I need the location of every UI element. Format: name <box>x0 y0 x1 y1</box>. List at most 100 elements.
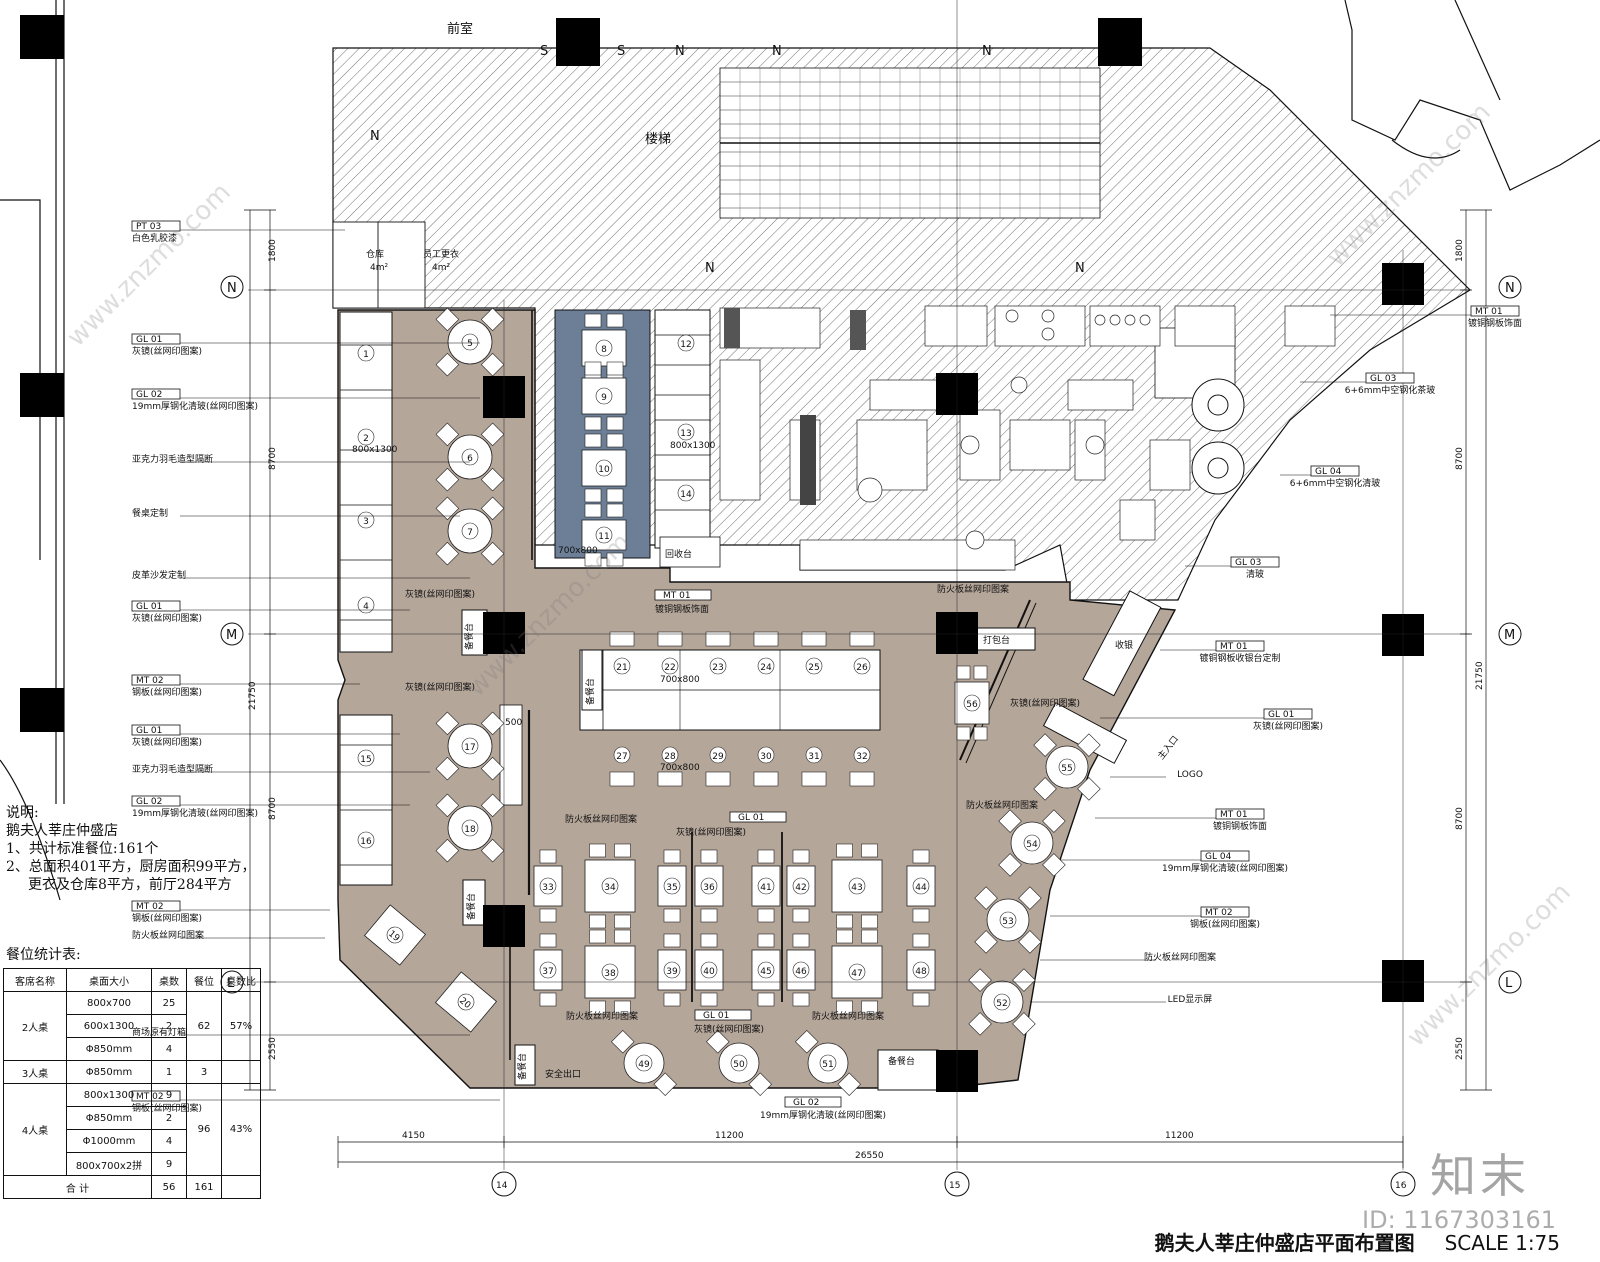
chair <box>584 313 602 328</box>
table-number: 40 <box>703 967 715 977</box>
table-number: 43 <box>851 883 862 893</box>
callout-code-box <box>131 674 181 686</box>
counter-seat: 31 <box>801 746 827 787</box>
chair <box>589 914 606 929</box>
header-name: 客席名称 <box>3 968 67 992</box>
grid-col-16: 16 <box>1390 1171 1416 1197</box>
counter-seat: 27 <box>609 746 635 787</box>
callout-right: GL 046+6mm中空钢化清玻 <box>1280 465 1380 489</box>
inner-gl02-code: GL 02 <box>793 1098 819 1108</box>
table-number: 34 <box>604 883 616 893</box>
chair <box>539 908 557 923</box>
table-number: 53 <box>1002 917 1013 927</box>
table-number-ring <box>805 746 823 764</box>
table-number-ring <box>661 746 679 764</box>
chair <box>584 361 602 376</box>
callout-text: 6+6mm中空钢化茶玻 <box>1345 384 1436 396</box>
table-number-ring <box>792 877 810 895</box>
table-number: 23 <box>712 663 723 673</box>
callout-text: 镀铜钢板收银台定制 <box>1199 652 1280 664</box>
chair <box>861 843 878 858</box>
recycle-label: 回收台 <box>665 548 692 560</box>
table-row: 4人桌 800x1300 9 96 43% <box>3 1083 261 1176</box>
chair <box>748 1072 772 1096</box>
chair <box>614 914 631 929</box>
callout-code-box <box>131 600 181 612</box>
callout-code-box <box>131 333 181 345</box>
table-number: 52 <box>996 999 1007 1009</box>
chair <box>435 422 460 447</box>
svg-text:N: N <box>1505 281 1515 296</box>
table-number-ring <box>357 749 375 767</box>
chair <box>792 992 810 1007</box>
chair <box>792 908 810 923</box>
chair <box>435 496 460 521</box>
callout-text: LOGO <box>1177 770 1203 780</box>
table-number: 47 <box>851 969 862 979</box>
zone-n-5: N <box>772 44 782 59</box>
table-number: 30 <box>760 752 772 762</box>
table-number: 17 <box>464 743 475 753</box>
chair <box>792 933 810 948</box>
table-number-ring <box>912 961 930 979</box>
table-number-ring <box>357 344 375 362</box>
dim-right-1: 1800 <box>1455 239 1465 262</box>
table-size-label: 700x800 <box>660 675 700 685</box>
header-seats: 餐位 <box>186 968 222 992</box>
table-number-ring <box>819 1054 837 1072</box>
callout-text: 钢板(丝网印图案) <box>132 912 202 924</box>
drawing-title: 鹅夫人莘庄仲盛店平面布置图 <box>1154 1231 1415 1255</box>
chair <box>663 992 681 1007</box>
chair <box>584 503 602 518</box>
chair <box>480 307 505 332</box>
round-table: 6 <box>435 422 505 492</box>
table-number: 56 <box>966 700 978 710</box>
chair <box>837 1072 861 1096</box>
chair <box>480 467 505 492</box>
chair <box>968 968 992 992</box>
chair <box>480 496 505 521</box>
inner-gl01-code-2: GL 01 <box>703 1011 729 1021</box>
callout-text: 19mm厚钢化清玻(丝网印图案) <box>132 400 258 412</box>
emergency-exit-label: 安全出口 <box>545 1068 581 1080</box>
round-table: 50 <box>706 1030 772 1096</box>
callout-code-box <box>131 900 181 912</box>
chair <box>861 929 878 944</box>
table-number: 54 <box>1026 840 1038 850</box>
chair <box>1033 733 1057 757</box>
grid-col-15: 15 <box>944 1171 970 1197</box>
table-number: 36 <box>703 883 715 893</box>
table-number-ring <box>461 737 479 755</box>
header-ratio: 桌数比 <box>221 968 261 992</box>
table-size-label: 800x1300 <box>670 441 716 451</box>
counter-seat: 24 <box>753 631 779 675</box>
table-number: 50 <box>733 1060 745 1070</box>
table-number-ring <box>461 448 479 466</box>
table-number: 28 <box>664 752 676 762</box>
chair <box>480 352 505 377</box>
rect-table: 43 <box>831 843 883 929</box>
chair <box>700 908 718 923</box>
counter-seat: 28 <box>657 746 683 787</box>
callout-code: GL 03 <box>1235 558 1261 568</box>
table-number: 12 <box>680 340 691 350</box>
svg-text:15: 15 <box>949 1181 960 1191</box>
chair <box>974 930 998 954</box>
table-number-ring <box>757 961 775 979</box>
callout-code: GL 04 <box>1205 852 1232 862</box>
watermark-brand: 知末 <box>1430 1149 1530 1203</box>
chair <box>706 1030 730 1054</box>
chair <box>700 849 718 864</box>
chair <box>1012 1012 1036 1036</box>
round-table: 49 <box>611 1030 677 1096</box>
chair <box>956 726 971 741</box>
table-number: 1 <box>363 350 369 360</box>
diagonal-table: 20 <box>434 971 498 1033</box>
rect-table: 45 <box>751 933 781 1007</box>
table-top <box>906 949 936 991</box>
